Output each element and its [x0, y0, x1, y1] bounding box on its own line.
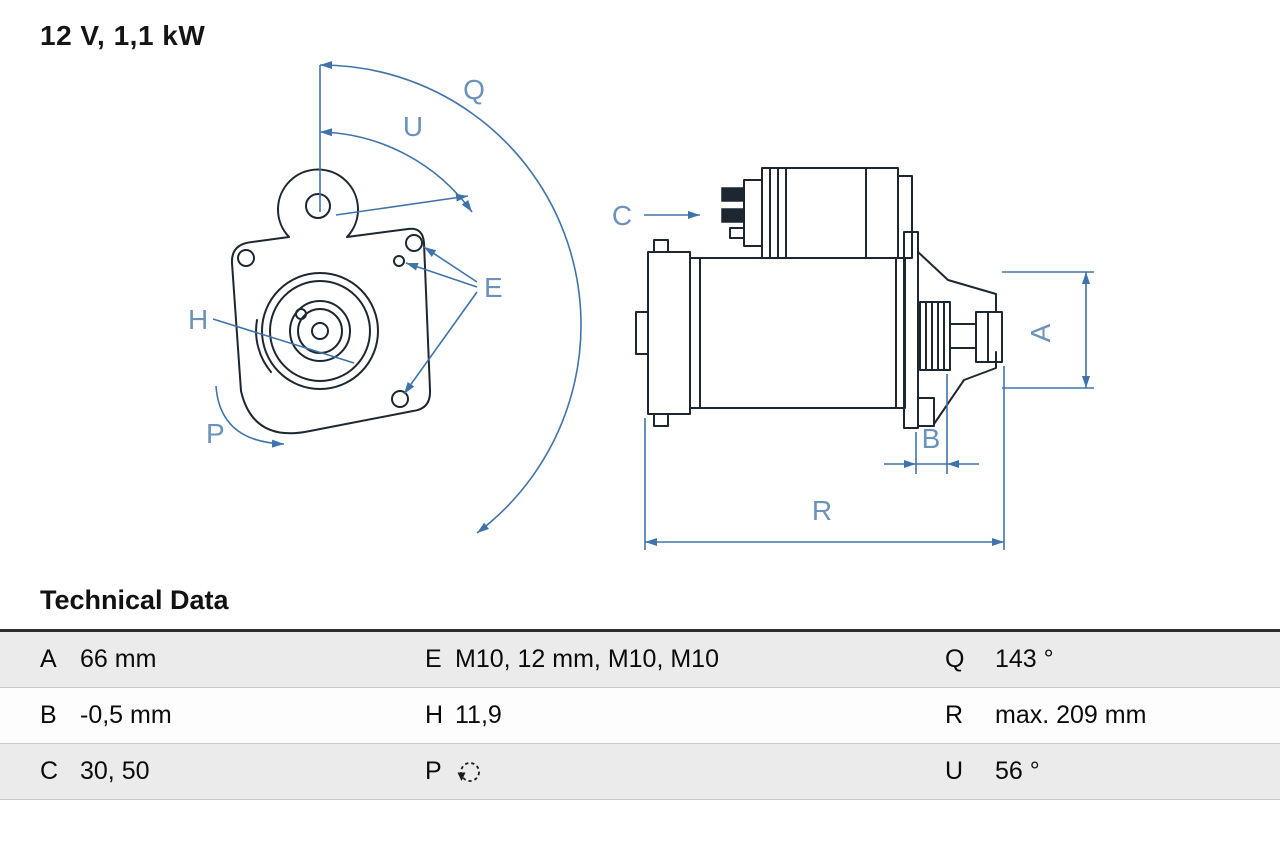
front-view-dimensions: Q U E H P: [188, 60, 582, 534]
rotation-ccw-icon: [455, 757, 945, 787]
param-key-h: H: [425, 701, 444, 729]
front-view: [230, 168, 432, 435]
dim-label-r: R: [812, 495, 832, 526]
dim-label-a: A: [1025, 323, 1056, 342]
param-value-b: -0,5 mm: [80, 701, 172, 729]
param-value-u: 56 °: [995, 757, 1040, 785]
technical-data-section: Technical Data A 66 mm E M10, 12 mm, M10…: [0, 585, 1280, 800]
side-view-dimensions: C A B R: [612, 200, 1094, 550]
dim-label-c: C: [612, 200, 632, 231]
table-row: A 66 mm E M10, 12 mm, M10, M10 Q 143 °: [0, 632, 1280, 688]
dim-label-q: Q: [463, 74, 485, 105]
param-key-c: C: [40, 757, 59, 785]
param-value-c: 30, 50: [80, 757, 150, 785]
dim-label-u: U: [403, 111, 423, 142]
param-key-r: R: [945, 701, 964, 729]
param-value-q: 143 °: [995, 645, 1054, 673]
starter-motor-diagram: Q U E H P: [188, 60, 1094, 550]
param-value-e: M10, 12 mm, M10, M10: [455, 645, 719, 673]
table-row: C 30, 50 P U 56 °: [0, 744, 1280, 800]
param-value-a: 66 mm: [80, 645, 157, 673]
param-key-p: P: [425, 757, 442, 785]
dim-label-p: P: [206, 418, 225, 449]
dim-label-b: B: [922, 423, 941, 454]
table-row: B -0,5 mm H 11,9 R max. 209 mm: [0, 688, 1280, 744]
param-key-b: B: [40, 701, 57, 729]
technical-data-table: A 66 mm E M10, 12 mm, M10, M10 Q 143 ° B…: [0, 629, 1280, 800]
param-value-h: 11,9: [455, 701, 502, 729]
param-key-q: Q: [945, 645, 965, 673]
voltage-power-label: 12 V, 1,1 kW: [40, 20, 206, 51]
side-view: [635, 167, 1003, 429]
param-key-a: A: [40, 645, 57, 673]
dim-label-h: H: [188, 304, 208, 335]
dim-label-e: E: [484, 272, 503, 303]
param-key-e: E: [425, 645, 442, 673]
param-key-u: U: [945, 757, 964, 785]
param-value-r: max. 209 mm: [995, 701, 1147, 729]
technical-data-title: Technical Data: [40, 585, 229, 615]
